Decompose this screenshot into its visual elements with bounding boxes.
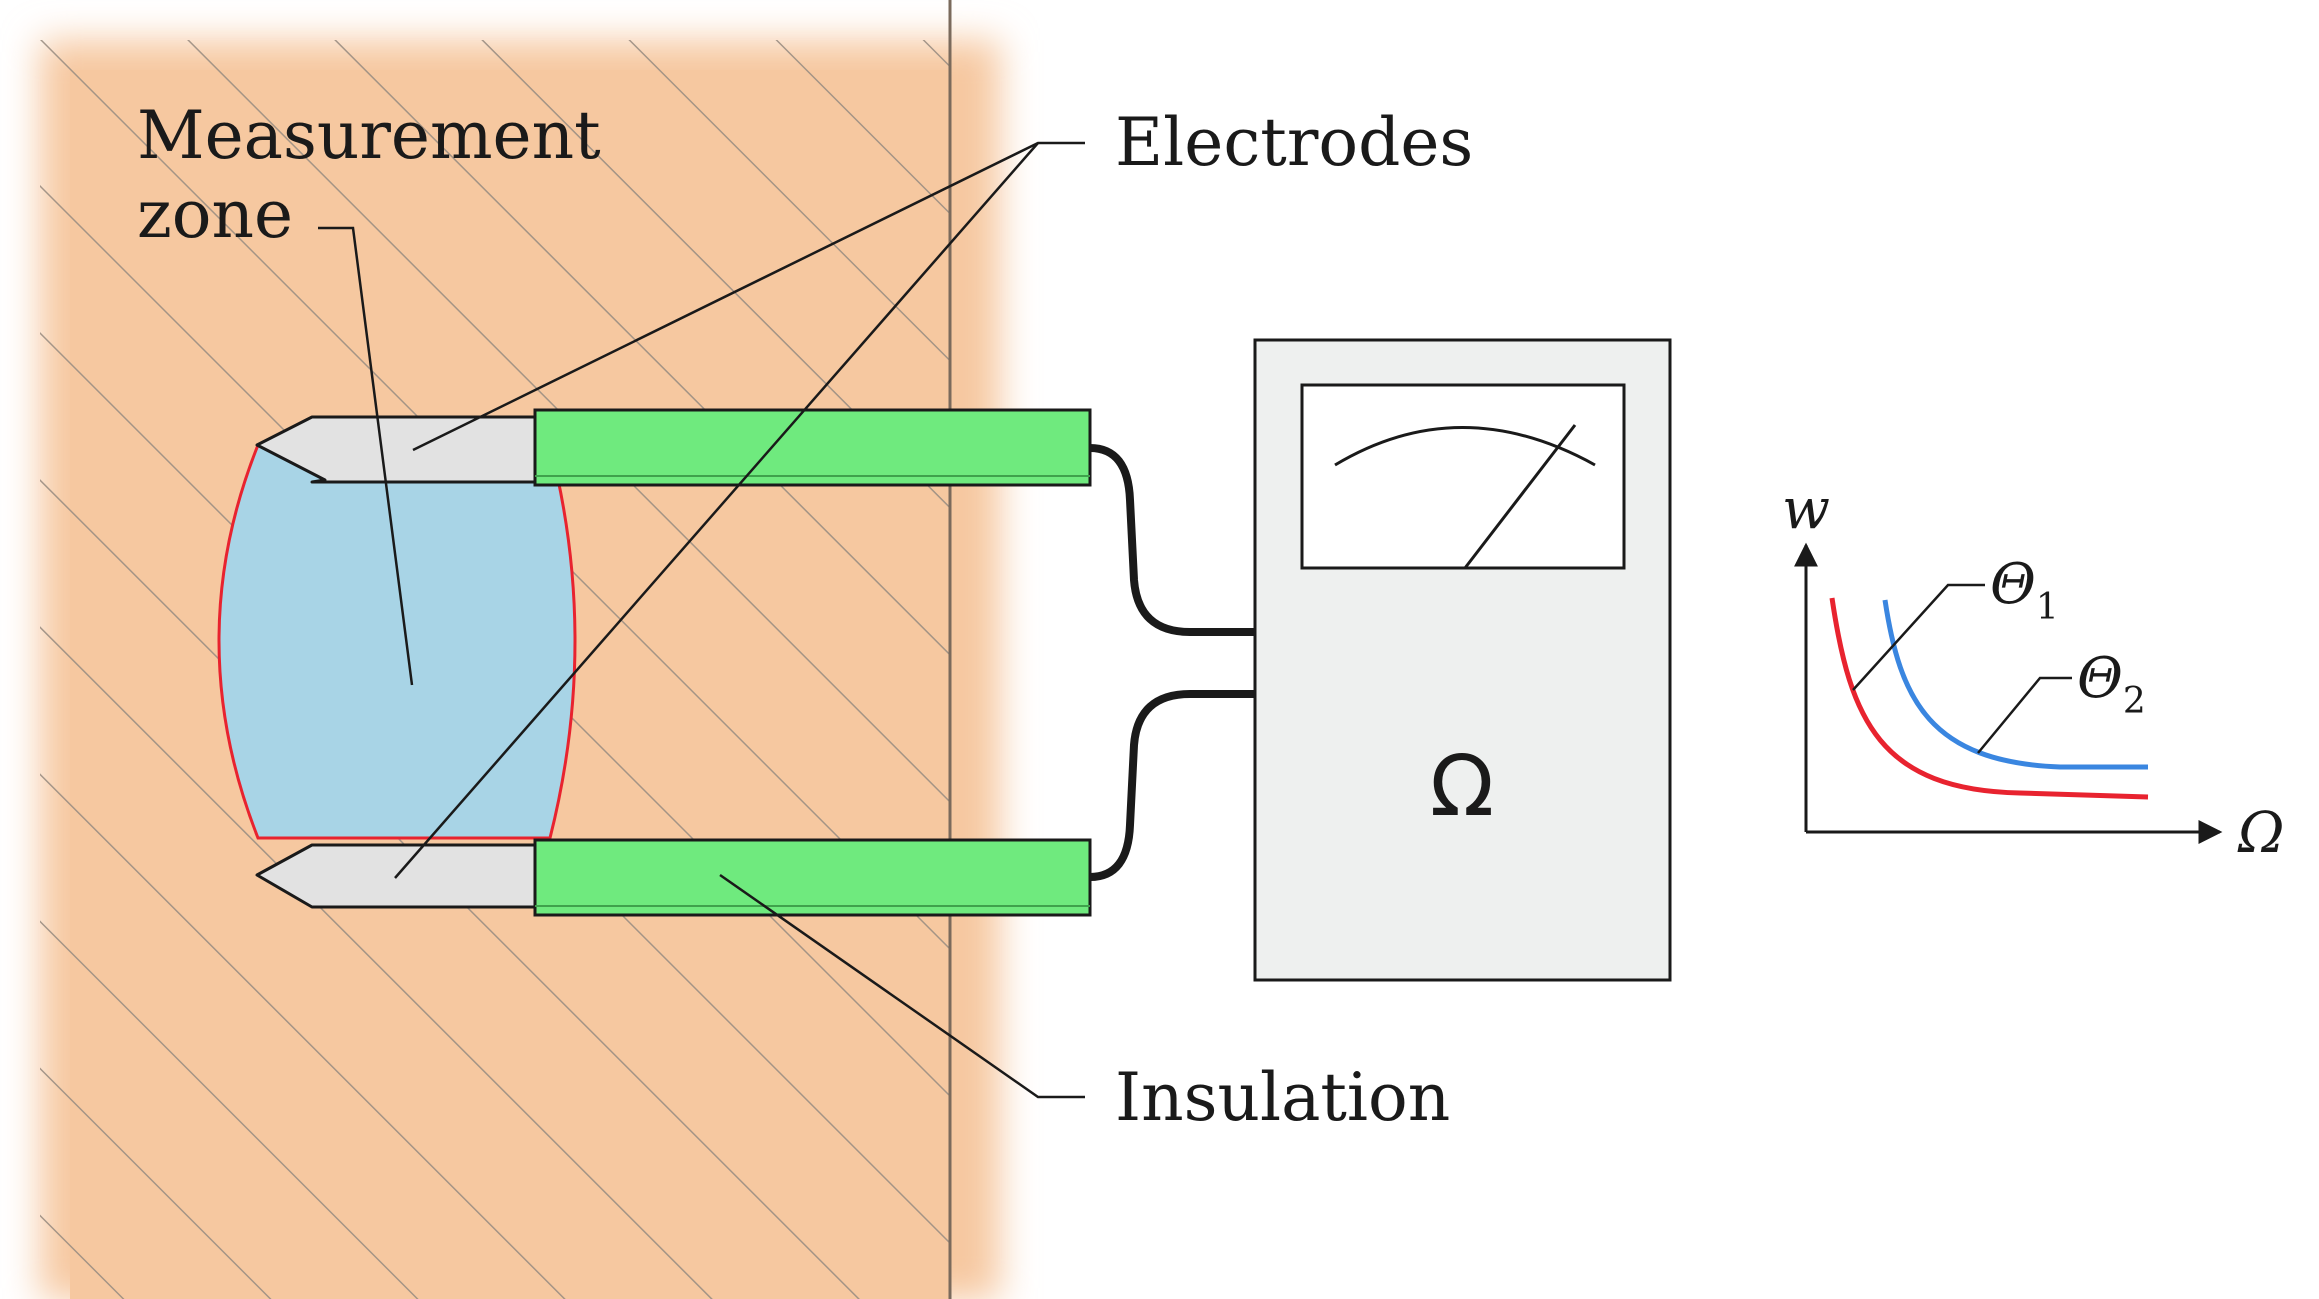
measurement-zone-label-line1: Measurement xyxy=(137,97,601,174)
meter-scale-arc xyxy=(1334,426,1596,467)
theta-2-leader xyxy=(1977,676,2072,754)
upper-wire xyxy=(1089,444,1255,636)
curve-theta-1 xyxy=(1829,597,2149,800)
graph-y-axis-label: w xyxy=(1782,477,1830,542)
insulation-label: Insulation xyxy=(1115,1059,1450,1136)
lower-insulation xyxy=(533,838,1092,917)
leader-lines xyxy=(318,141,1085,1099)
upper-insulation xyxy=(533,408,1092,487)
theta-2-label: Θ2 xyxy=(2077,646,2146,722)
theta-1-leader xyxy=(1852,583,1985,691)
inset-graph: w Ω Θ1 Θ2 xyxy=(1782,477,2284,866)
theta-1-label: Θ1 xyxy=(1990,552,2059,628)
measurement-zone-shape xyxy=(217,443,577,840)
meter-display xyxy=(1300,383,1626,570)
graph-x-axis-label: Ω xyxy=(2237,801,2284,866)
measurement-zone-label-line2: zone xyxy=(137,176,293,253)
electrodes-label: Electrodes xyxy=(1115,104,1473,181)
ohmmeter: Ω xyxy=(1253,338,1672,982)
lower-wire xyxy=(1089,690,1255,881)
curve-theta-2 xyxy=(1882,599,2148,770)
meter-ohm-symbol: Ω xyxy=(1430,737,1494,835)
meter-needle xyxy=(1463,424,1577,569)
